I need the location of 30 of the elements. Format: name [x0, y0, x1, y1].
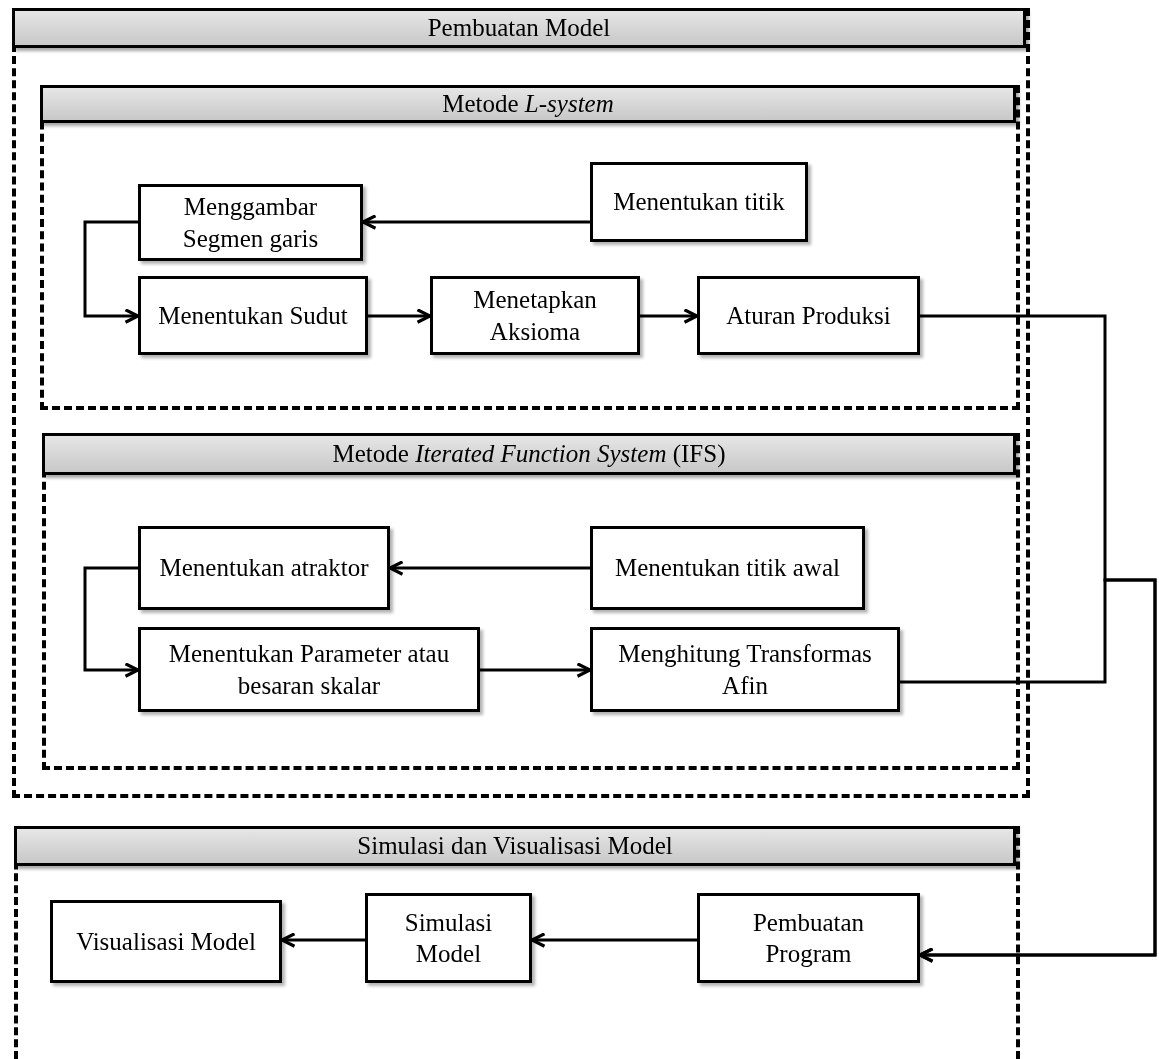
process-box: Menentukan titik	[590, 162, 808, 242]
process-box: Pembuatan Program	[697, 893, 920, 983]
process-box: Menentukan Parameter atau besaran skalar	[138, 627, 480, 712]
process-box: Menggambar Segmen garis	[138, 184, 363, 261]
dashed-frame	[42, 433, 1020, 770]
process-box: Menentukan Sudut	[138, 276, 368, 355]
process-box: Aturan Produksi	[697, 276, 920, 355]
arrow	[640, 308, 699, 324]
process-box: Visualisasi Model	[50, 900, 282, 983]
process-box: Menetapkan Aksioma	[430, 276, 640, 355]
arrow	[900, 578, 1157, 963]
arrow	[83, 566, 140, 678]
arrow	[388, 560, 590, 576]
arrow	[530, 932, 697, 948]
dashed-frame	[12, 8, 1030, 798]
process-box: Menghitung Transformas Afin	[590, 627, 900, 712]
arrow	[361, 214, 590, 230]
process-box: Simulasi Model	[365, 893, 532, 983]
dashed-frame	[14, 826, 1020, 1059]
process-box: Menentukan titik awal	[590, 526, 865, 610]
header-bar: Metode Iterated Function System (IFS)	[42, 433, 1016, 475]
dashed-frame	[40, 85, 1020, 410]
arrow	[280, 932, 365, 948]
process-box: Menentukan atraktor	[138, 526, 390, 610]
arrow	[368, 308, 432, 324]
header-bar: Pembuatan Model	[12, 8, 1026, 48]
arrow	[480, 662, 592, 678]
arrow	[83, 220, 140, 324]
header-bar: Metode L-system	[40, 85, 1016, 123]
header-bar: Simulasi dan Visualisasi Model	[14, 826, 1016, 866]
